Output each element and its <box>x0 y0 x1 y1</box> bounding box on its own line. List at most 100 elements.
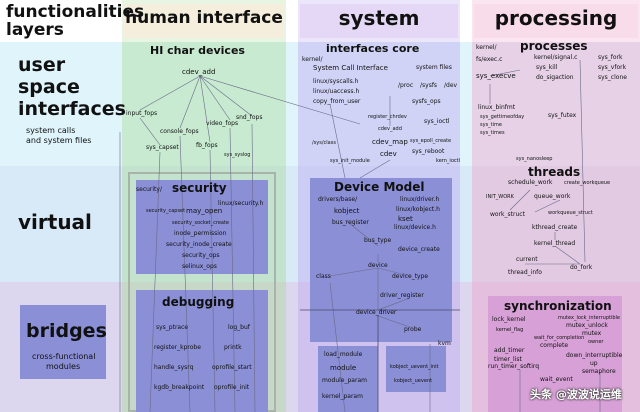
sys-kernel-label: kernel/ <box>302 56 323 63</box>
column-header-human <box>124 4 284 38</box>
cdev-label: cdev <box>380 150 397 158</box>
sys-class-label: /sys/class <box>312 140 336 146</box>
fs-exec-label: fs/exec.c <box>476 56 503 63</box>
sys-epoll-create-label: sys_epoll_create <box>410 138 452 144</box>
cdev-add-label: cdev_add <box>182 68 216 76</box>
module-param-label: module_param <box>322 377 367 384</box>
printk-label: printk <box>224 344 242 351</box>
hi-char-devices-title: HI char devices <box>150 44 245 57</box>
thread-info-label: thread_info <box>508 269 542 276</box>
sysfs-ops-label: sysfs_ops <box>412 98 441 105</box>
add-timer-label: add_timer <box>494 347 525 354</box>
row-title-interfaces: interfaces <box>18 98 126 120</box>
wait-event-label: wait_event <box>540 376 573 383</box>
user-space-band <box>0 42 640 166</box>
schedule-work-label: schedule_work <box>508 179 553 186</box>
kgdb-breakpoint-label: kgdb_breakpoint <box>154 384 205 391</box>
proc-kernel-label: kernel/ <box>476 44 497 51</box>
sys-capset-label: sys_capset <box>146 144 179 151</box>
device-h-label: linux/device.h <box>394 224 436 231</box>
row-title-space: space <box>18 76 80 98</box>
interfaces-core-title: interfaces core <box>326 42 420 55</box>
security-socket-create-label: security_socket_create <box>172 220 230 226</box>
owner-label: owner <box>588 339 604 345</box>
sys-execve-label: sys_execve <box>476 72 516 80</box>
security-inode-create-label: security_inode_create <box>166 241 232 248</box>
gettimeofday-label: sys_gettimeofday <box>480 114 525 120</box>
mutex-label: mutex <box>582 330 602 337</box>
device-driver-label: device_driver <box>356 309 397 316</box>
signal-c-label: kernel/signal.c <box>534 54 578 61</box>
debugging-title: debugging <box>162 295 235 309</box>
register-kprobe-label: register_kprobe <box>154 344 201 351</box>
register-chrdev-label: register_chrdev <box>368 114 407 120</box>
processes-title: processes <box>520 39 588 53</box>
row-sub-modules: modules <box>46 362 81 371</box>
timer-list-label: timer_list <box>494 356 522 363</box>
up-label: up <box>590 360 598 367</box>
security-capset-label: security_capset <box>146 208 186 214</box>
sys-kill-label: sys_kill <box>536 64 558 71</box>
wait-for-completion-label: wait_for_completion <box>534 335 585 341</box>
sys-futex-label: sys_futex <box>548 112 577 119</box>
row-sub-system-calls: system calls <box>26 126 76 135</box>
queue-work-label: queue_work <box>534 193 571 200</box>
synchronization-title: synchronization <box>504 299 612 313</box>
console-fops-label: console_fops <box>160 128 199 135</box>
mutex-lock-label: mutex_lock_interruptible <box>558 315 620 321</box>
row-sub-cross-functional: cross-functional <box>32 352 96 361</box>
do-sigaction-label: do_sigaction <box>536 74 574 81</box>
module-label: module <box>330 364 357 372</box>
kernel-flag-label: kernel_flag <box>496 327 524 333</box>
probe-label: probe <box>404 326 422 333</box>
threads-title: threads <box>528 165 581 179</box>
fb-fops-label: fb_fops <box>196 142 218 149</box>
linux-binfmt-label: linux_binfmt <box>478 104 516 111</box>
column-title-processing: processing <box>494 6 618 30</box>
bus-register-label: bus_register <box>332 219 369 226</box>
sys-ptrace-label: sys_ptrace <box>156 324 189 331</box>
handle-sysrq-label: handle_sysrq <box>154 364 194 371</box>
row-sub-system-files: and system files <box>26 136 92 145</box>
run-timer-softirq-label: run_timer_softirq <box>488 363 540 370</box>
device-model-title: Device Model <box>334 180 425 194</box>
linux-security-h-label: linux/security.h <box>218 200 264 207</box>
module-box <box>318 346 378 412</box>
do-fork-label: do_fork <box>570 264 593 271</box>
kobject-h-label: linux/kobject.h <box>396 206 440 213</box>
semaphore-label: semaphore <box>582 368 616 375</box>
sci-label: System Call Interface <box>313 64 388 72</box>
log-buf-label: log_buf <box>228 324 250 331</box>
column-header-system <box>300 4 458 38</box>
inode-permission-label: inode_permission <box>174 230 227 237</box>
copy-from-user-label: copy_from_user <box>313 98 361 105</box>
snd-fops-label: snd_fops <box>236 114 263 121</box>
sys-init-module-label: sys_init_module <box>330 158 370 164</box>
sys-nanosleep-label: sys_nanosleep <box>516 156 553 162</box>
kobject-uevent-label: kobject_uevent <box>394 378 433 384</box>
security-box <box>136 180 268 274</box>
uaccess-h-label: linux/uaccess.h <box>313 88 360 95</box>
uevent-box <box>386 346 446 392</box>
row-title-virtual: virtual <box>18 210 92 234</box>
create-workqueue-label: create_workqueue <box>564 180 611 186</box>
security-ops-label: security_ops <box>182 252 220 259</box>
oprofile-start-label: oprofile_start <box>212 364 252 371</box>
debugging-box <box>136 290 268 412</box>
watermark-text: 头条 @波波说运维 <box>530 388 622 401</box>
sys-fork-label: sys_fork <box>598 54 623 61</box>
mutex-unlock-label: mutex_unlock <box>566 322 608 329</box>
complete-label: complete <box>540 342 569 349</box>
sys-ioctl-label: sys_ioctl <box>424 118 450 125</box>
load-module-label: load_module <box>324 351 363 358</box>
cdev-map-label: cdev_map <box>372 138 408 146</box>
work-struct-label: work_struct <box>490 211 525 218</box>
system-files-label: system files <box>416 64 452 71</box>
kthread-create-label: kthread_create <box>532 224 578 231</box>
current-label: current <box>516 256 538 263</box>
drivers-base-label: drivers/base/ <box>318 196 358 203</box>
column-title-human: human interface <box>125 8 283 28</box>
proc-label: /proc <box>398 82 414 89</box>
sys-time-label: sys_time <box>480 122 502 128</box>
